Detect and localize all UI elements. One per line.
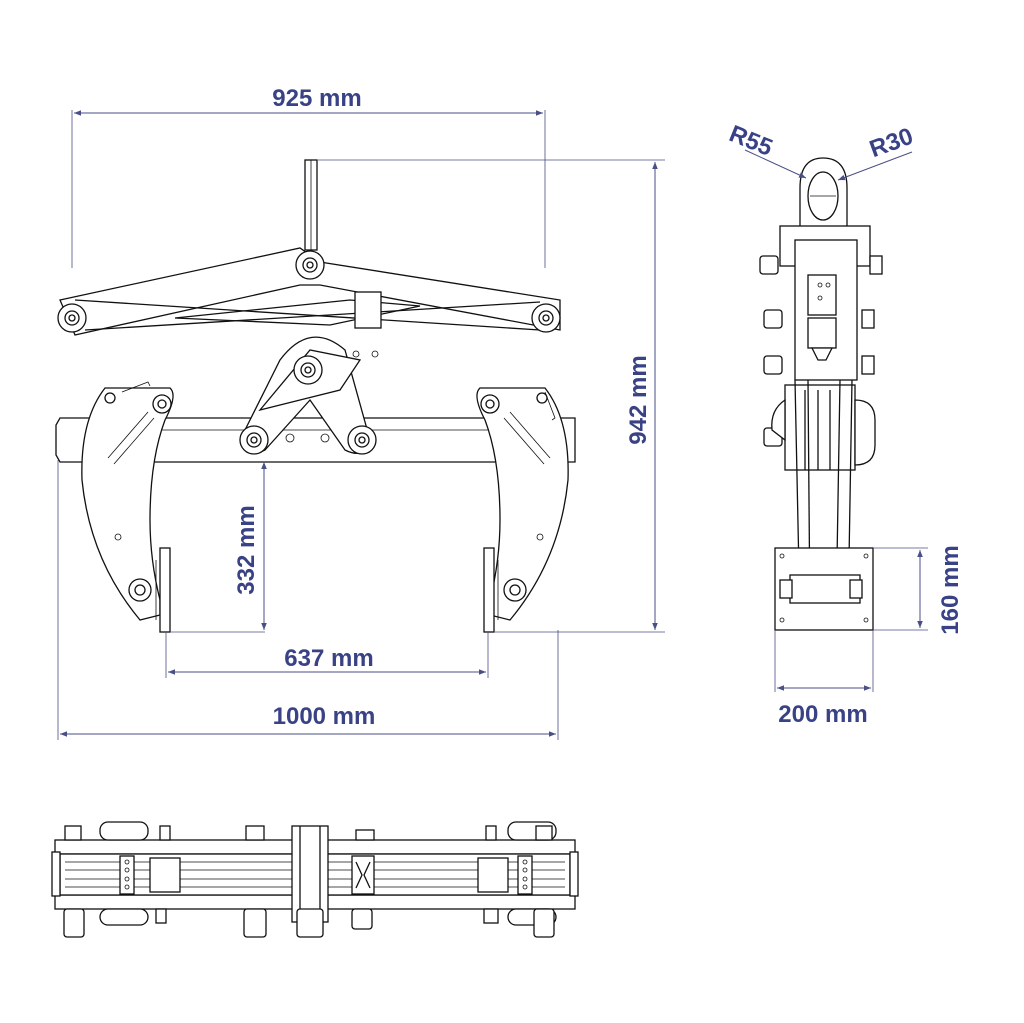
- dim-label-332: 332 mm: [233, 505, 260, 594]
- side-view: R55 R30 160 mm 200 mm: [725, 120, 964, 728]
- dim-label-160: 160 mm: [937, 545, 964, 634]
- dim-label-1000: 1000 mm: [273, 703, 376, 730]
- dim-label-925: 925 mm: [272, 85, 361, 112]
- dim-label-r55: R55: [725, 120, 776, 162]
- top-view: [51, 821, 579, 938]
- dim-label-200: 200 mm: [778, 701, 867, 728]
- dim-label-r30: R30: [866, 123, 917, 163]
- front-view: 925 mm 942 mm 332 mm 637 mm 1000 mm: [55, 85, 665, 740]
- dim-label-942: 942 mm: [625, 355, 652, 444]
- dim-label-637: 637 mm: [284, 645, 373, 672]
